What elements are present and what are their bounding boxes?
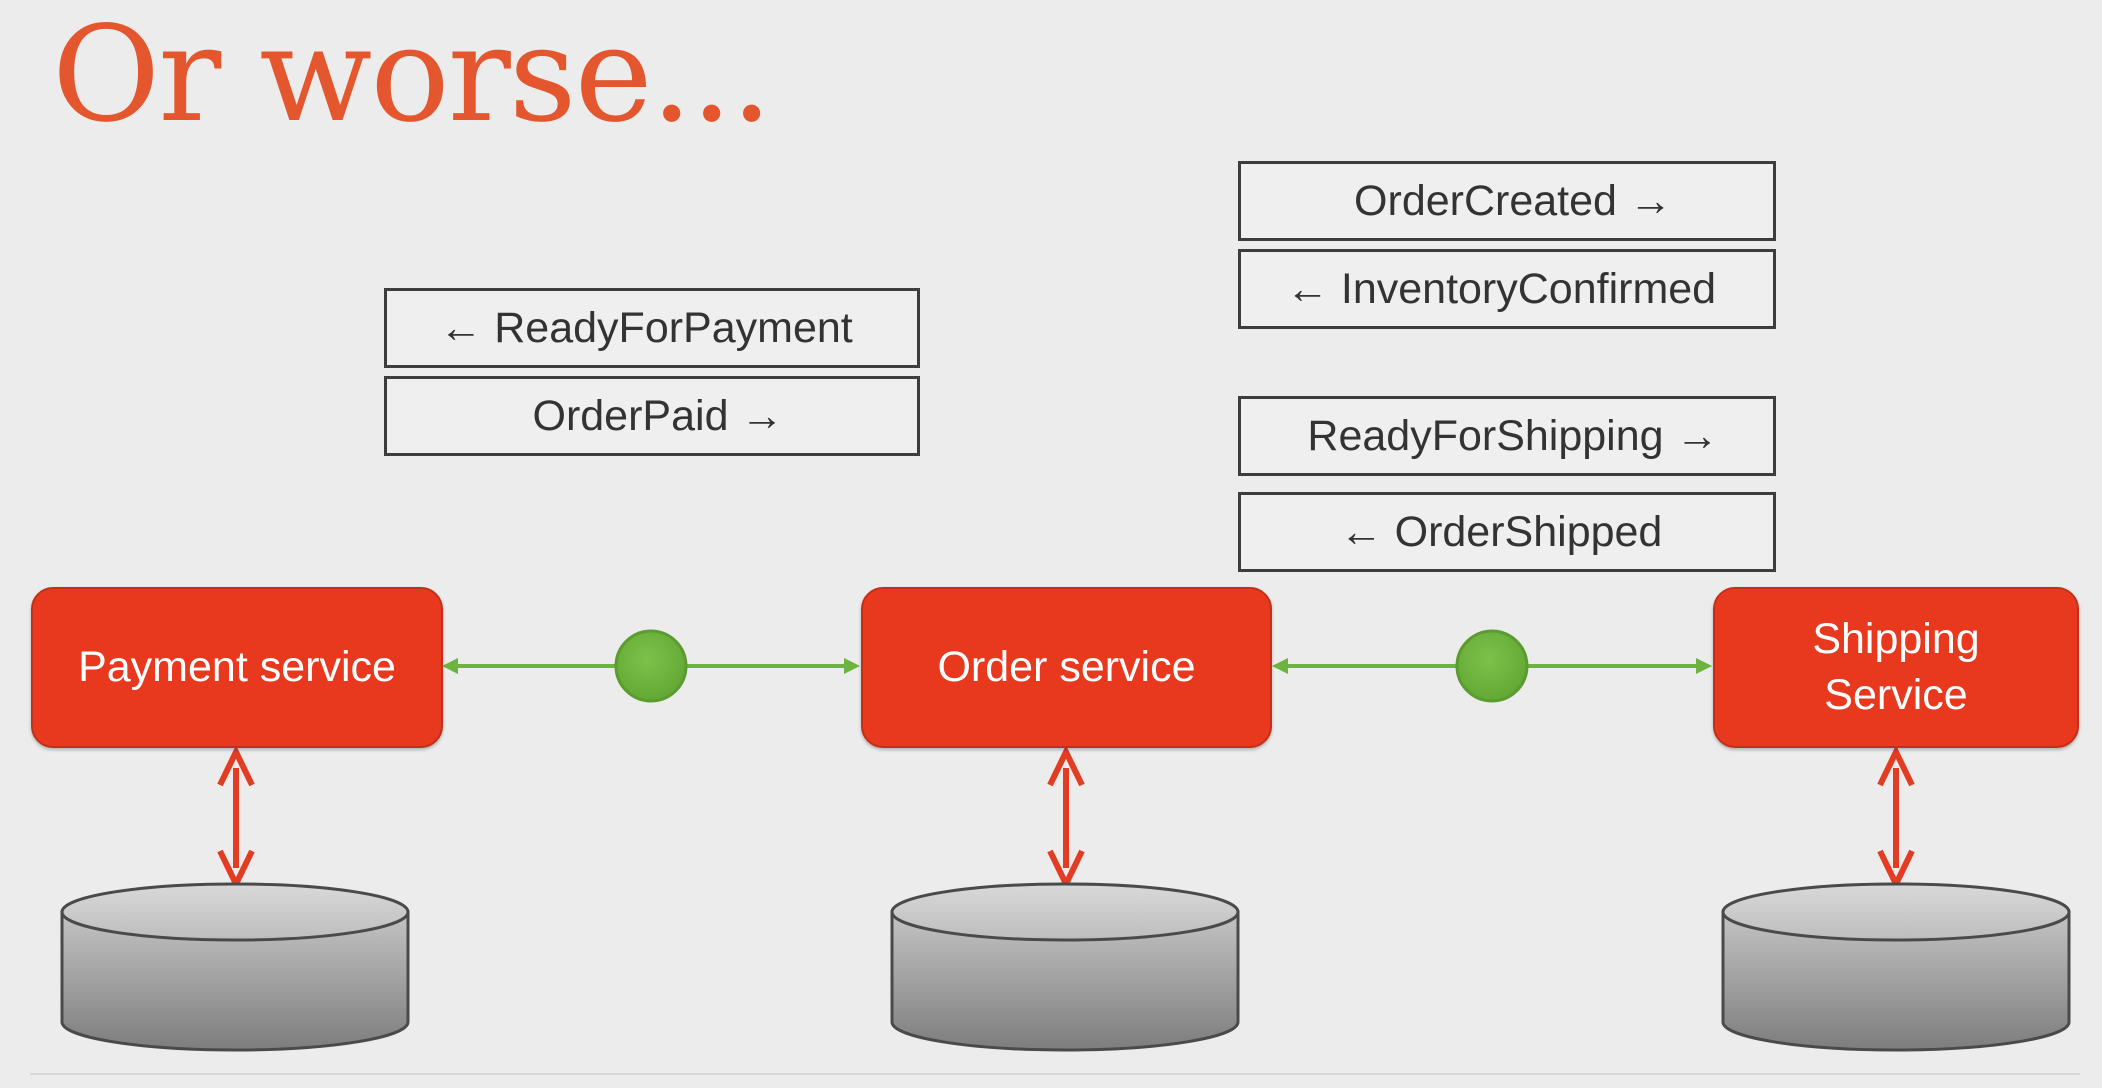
slide-title: Or worse...: [52, 0, 773, 152]
connector-payment-order: [442, 629, 860, 703]
event-inventory-confirmed: ←InventoryConfirmed: [1238, 249, 1776, 329]
event-label: OrderPaid: [532, 391, 729, 440]
arrowhead-right: [1696, 658, 1712, 674]
bottom-divider: [30, 1073, 2080, 1075]
arrow-left-icon: ←: [1339, 507, 1383, 556]
event-order-shipped: ←OrderShipped: [1238, 492, 1776, 572]
database-icon-payment: [60, 882, 410, 1052]
queue-icon: [1455, 629, 1529, 703]
event-order-created: OrderCreated→: [1238, 161, 1776, 241]
event-label: ReadyForShipping: [1307, 411, 1664, 460]
event-ready-for-shipping: ReadyForShipping→: [1238, 396, 1776, 476]
arrow-right-icon: →: [1628, 176, 1672, 225]
db-arrow-shipping: [1877, 745, 1915, 891]
service-label: Payment service: [78, 642, 396, 691]
service-label: Order service: [937, 642, 1196, 691]
arrow-left-icon: ←: [1285, 264, 1329, 313]
payment-service-box: Payment service: [31, 587, 443, 748]
order-service-box: Order service: [861, 587, 1272, 748]
event-label: ReadyForPayment: [494, 303, 853, 352]
shipping-service-box: Shipping Service: [1713, 587, 2079, 748]
service-label: Shipping: [1812, 615, 1980, 664]
event-label: OrderShipped: [1394, 507, 1663, 556]
event-label: OrderCreated: [1354, 176, 1617, 225]
db-arrow-order: [1047, 745, 1085, 891]
connector-order-shipping: [1272, 629, 1712, 703]
event-ready-for-payment: ←ReadyForPayment: [384, 288, 920, 368]
arrowhead-left: [442, 658, 458, 674]
event-label: InventoryConfirmed: [1340, 264, 1717, 313]
service-label-line2: Service: [1824, 670, 1968, 719]
arrowhead-left: [1272, 658, 1288, 674]
database-icon-shipping: [1721, 882, 2071, 1052]
db-arrow-payment: [217, 745, 255, 891]
arrow-right-icon: →: [1675, 411, 1719, 460]
arrow-right-icon: →: [740, 391, 784, 440]
arrowhead-right: [844, 658, 860, 674]
arrow-left-icon: ←: [439, 303, 483, 352]
database-icon-order: [890, 882, 1240, 1052]
queue-icon: [614, 629, 688, 703]
event-order-paid: OrderPaid→: [384, 376, 920, 456]
